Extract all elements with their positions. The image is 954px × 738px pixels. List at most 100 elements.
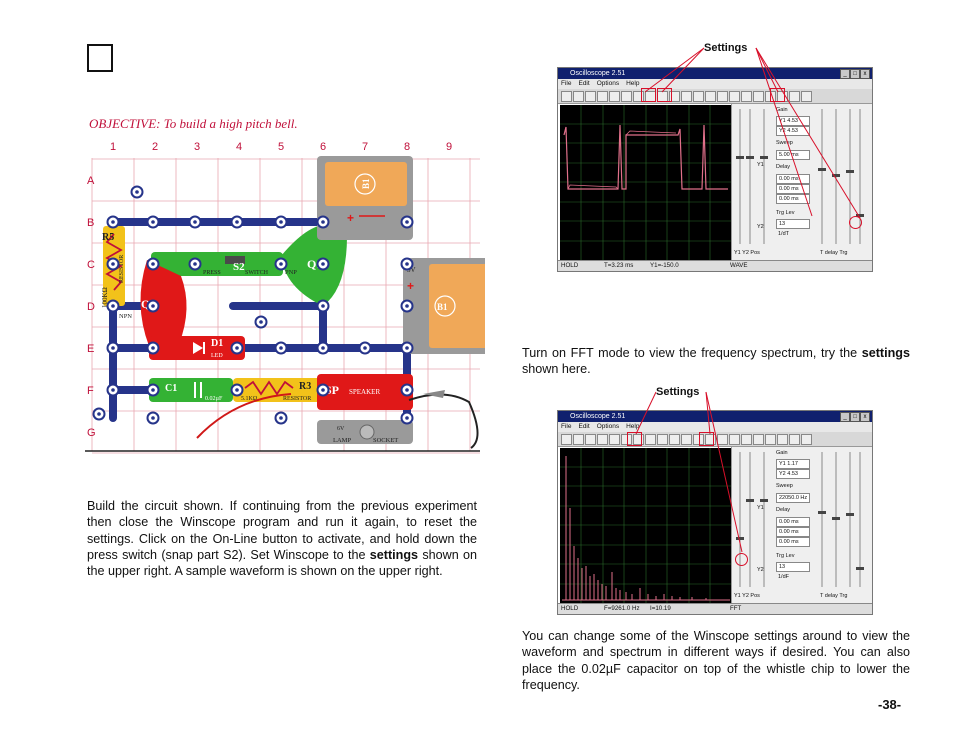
svg-text:SPEAKER: SPEAKER bbox=[349, 388, 380, 396]
channel-y1-label: Y1 bbox=[757, 505, 764, 511]
snap-stud-center bbox=[193, 262, 197, 266]
tool-button[interactable] bbox=[621, 434, 632, 445]
status-frequency: F=9261.0 Hz bbox=[604, 605, 640, 612]
minimize-button[interactable]: _ bbox=[840, 69, 850, 79]
status-hold: HOLD bbox=[561, 262, 579, 269]
down-arrow-button[interactable] bbox=[753, 434, 764, 445]
gain-y2-field[interactable]: Y2 4.53 bbox=[776, 469, 810, 479]
objective-text: OBJECTIVE: To build a high pitch bell. bbox=[89, 116, 298, 131]
menu-options[interactable]: Options bbox=[596, 80, 620, 87]
tool-button[interactable] bbox=[741, 434, 752, 445]
menu-options[interactable]: Options bbox=[596, 423, 620, 430]
column-label: 9 bbox=[446, 141, 452, 153]
svg-text:6V: 6V bbox=[337, 426, 345, 432]
menu-edit[interactable]: Edit bbox=[578, 80, 590, 87]
color-button[interactable] bbox=[693, 91, 704, 102]
close-button[interactable]: x bbox=[860, 412, 870, 422]
tool-button[interactable] bbox=[597, 434, 608, 445]
scope-menubar: File Edit Options Help bbox=[558, 422, 872, 432]
tool-button[interactable] bbox=[585, 434, 596, 445]
menu-help[interactable]: Help bbox=[626, 80, 640, 87]
channel-y2-label: Y2 bbox=[757, 567, 764, 573]
tool-button[interactable] bbox=[573, 434, 584, 445]
tool-button[interactable] bbox=[609, 434, 620, 445]
tool-button[interactable] bbox=[729, 91, 740, 102]
maximize-button[interactable]: □ bbox=[850, 69, 860, 79]
down-arrow-button[interactable] bbox=[753, 91, 764, 102]
tool-button[interactable] bbox=[669, 434, 680, 445]
close-button[interactable]: x bbox=[860, 69, 870, 79]
channel-y2-label: Y2 bbox=[757, 224, 764, 230]
slider-labels-right: T delay Trg bbox=[820, 250, 848, 256]
gain-y1-field[interactable]: Y1 1.17 bbox=[776, 459, 810, 469]
trigger-field[interactable]: 13 bbox=[776, 562, 810, 572]
settings-highlight bbox=[735, 553, 748, 566]
tool-button[interactable] bbox=[765, 434, 776, 445]
trigger-field[interactable]: 13 bbox=[776, 219, 810, 229]
tool-button[interactable] bbox=[633, 91, 644, 102]
column-label: 7 bbox=[362, 141, 368, 153]
svg-text:NPN: NPN bbox=[119, 313, 132, 320]
tool-button[interactable] bbox=[717, 91, 728, 102]
menu-help[interactable]: Help bbox=[626, 423, 640, 430]
settings-callout-1: Settings bbox=[704, 42, 748, 54]
tool-button[interactable] bbox=[573, 91, 584, 102]
row-label: G bbox=[87, 427, 96, 439]
delay-field-2[interactable]: 0.00 ms bbox=[776, 527, 810, 537]
tool-button[interactable] bbox=[585, 91, 596, 102]
scope-display-fft bbox=[560, 448, 732, 603]
scope-toolbar bbox=[558, 89, 872, 104]
menu-edit[interactable]: Edit bbox=[578, 423, 590, 430]
delay-field-1[interactable]: 0.00 ms bbox=[776, 517, 810, 527]
tool-button[interactable] bbox=[561, 434, 572, 445]
snap-stud-center bbox=[151, 346, 155, 350]
tool-button[interactable] bbox=[741, 91, 752, 102]
tool-button[interactable] bbox=[657, 434, 668, 445]
tool-button[interactable] bbox=[789, 434, 800, 445]
lamp-socket: 6V LAMP SOCKET bbox=[317, 420, 413, 444]
page-number: -38- bbox=[878, 697, 902, 712]
snap-stud-center bbox=[111, 388, 115, 392]
scope-control-panel: Gain Y1 1.17 Y2 4.53 Sweep 22050.0 Hz De… bbox=[731, 447, 872, 603]
tool-button[interactable] bbox=[801, 91, 812, 102]
tool-button[interactable] bbox=[789, 91, 800, 102]
svg-text:LAMP: LAMP bbox=[333, 437, 351, 444]
snap-stud-center bbox=[151, 416, 155, 420]
tool-button[interactable] bbox=[777, 434, 788, 445]
tool-button[interactable] bbox=[561, 91, 572, 102]
scope-title: Oscilloscope 2.51 bbox=[558, 68, 872, 79]
menu-file[interactable]: File bbox=[561, 423, 572, 430]
tool-button[interactable] bbox=[621, 91, 632, 102]
tool-button[interactable] bbox=[693, 434, 704, 445]
row-label: B bbox=[87, 217, 94, 229]
delay-field-3[interactable]: 0.00 ms bbox=[776, 537, 810, 547]
maximize-button[interactable]: □ bbox=[850, 412, 860, 422]
fft-instructions: Turn on FFT mode to view the frequency s… bbox=[522, 346, 911, 377]
svg-text:PRESS: PRESS bbox=[203, 270, 221, 276]
column-label: 5 bbox=[278, 141, 284, 153]
tool-button[interactable] bbox=[681, 434, 692, 445]
tool-button[interactable] bbox=[801, 434, 812, 445]
tool-button[interactable] bbox=[705, 91, 716, 102]
menu-file[interactable]: File bbox=[561, 80, 572, 87]
column-label: 3 bbox=[194, 141, 200, 153]
row-label: D bbox=[87, 301, 95, 313]
tool-button[interactable] bbox=[597, 91, 608, 102]
wave-mode-button[interactable] bbox=[645, 434, 656, 445]
slider-labels-left: Y1 Y2 Pos bbox=[734, 250, 760, 256]
tool-button[interactable] bbox=[609, 91, 620, 102]
row-label: C bbox=[87, 259, 95, 271]
snap-stud-center bbox=[111, 346, 115, 350]
scope-menubar: File Edit Options Help bbox=[558, 79, 872, 89]
settings-callout-2: Settings bbox=[656, 386, 700, 398]
minimize-button[interactable]: _ bbox=[840, 412, 850, 422]
tool-button[interactable] bbox=[717, 434, 728, 445]
settings-highlight bbox=[657, 88, 672, 102]
tool-button[interactable] bbox=[681, 91, 692, 102]
row-label: A bbox=[87, 175, 95, 187]
led-d1: D1 LED bbox=[149, 336, 245, 360]
tool-button[interactable] bbox=[729, 434, 740, 445]
sweep-field[interactable]: 22050.0 Hz bbox=[776, 493, 810, 503]
fft-mode-button[interactable] bbox=[633, 434, 644, 445]
